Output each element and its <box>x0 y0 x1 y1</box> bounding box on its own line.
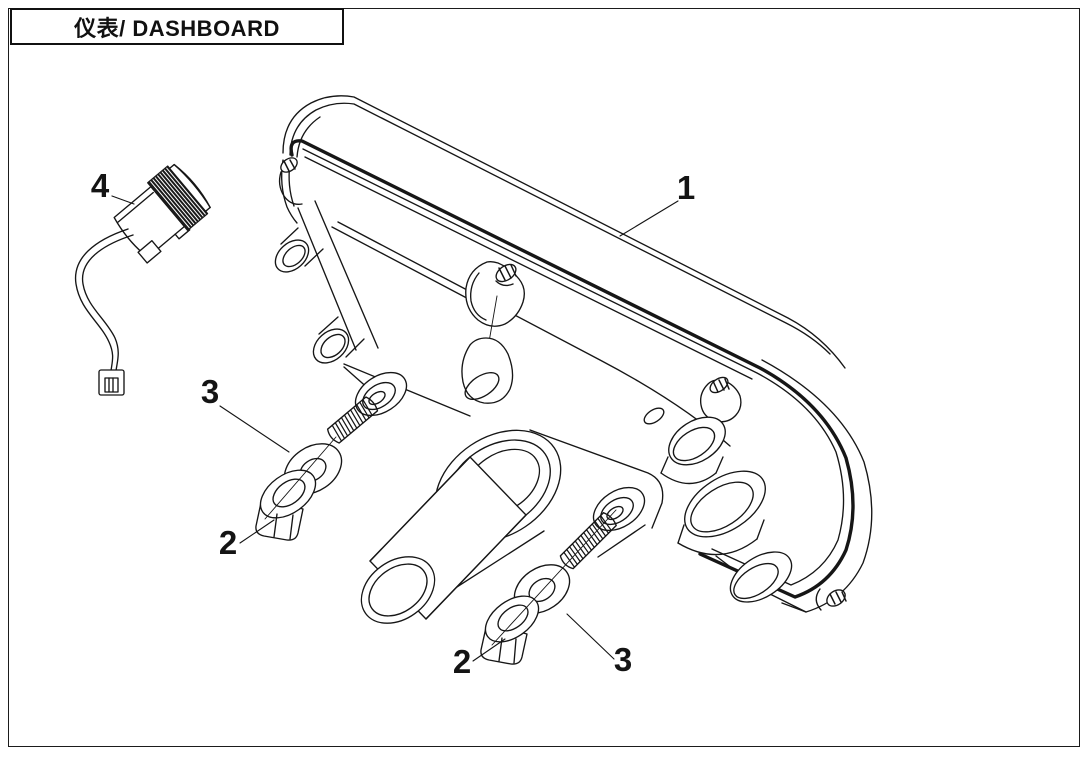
dashboard-housing-drawing <box>281 95 873 613</box>
connector-cable <box>74 228 129 372</box>
callout-layer: 1 4 3 2 2 3 <box>91 167 695 680</box>
dome-boss-drawing <box>461 295 514 404</box>
center-cylinder-boss-drawing <box>360 429 562 624</box>
flange-nut-lower-drawing <box>480 595 540 665</box>
assembly-axis-lower <box>491 509 617 646</box>
leader-line <box>219 405 290 453</box>
assembly-axis-upper <box>264 436 337 520</box>
leader-line <box>472 638 506 662</box>
left-mounting-arm-drawing <box>274 200 379 391</box>
connector-cap-drawing <box>74 163 211 396</box>
part-callout-2: 2 <box>453 643 471 680</box>
part-callout-1: 1 <box>677 169 695 206</box>
leader-line <box>239 519 275 544</box>
part-callout-3: 3 <box>614 641 632 678</box>
leader-line <box>566 613 615 660</box>
diagram-border <box>8 8 1080 747</box>
stud-lower-drawing <box>559 486 646 570</box>
connector-bosses-drawing <box>660 416 793 603</box>
part-callout-4: 4 <box>91 167 110 204</box>
mount-hook-tabs <box>278 157 847 611</box>
cable-plug-drawing <box>98 369 125 396</box>
part-callout-2: 2 <box>219 524 237 561</box>
leader-line <box>619 200 679 237</box>
leader-line <box>111 195 135 205</box>
connector-cable-inner <box>81 234 134 372</box>
page-title: 仪表/ DASHBOARD <box>74 15 280 41</box>
flange-nut-upper-drawing <box>255 469 317 541</box>
stud-upper-drawing <box>326 371 408 444</box>
part-callout-3: 3 <box>201 373 219 410</box>
title-block: 仪表/ DASHBOARD <box>10 8 344 45</box>
